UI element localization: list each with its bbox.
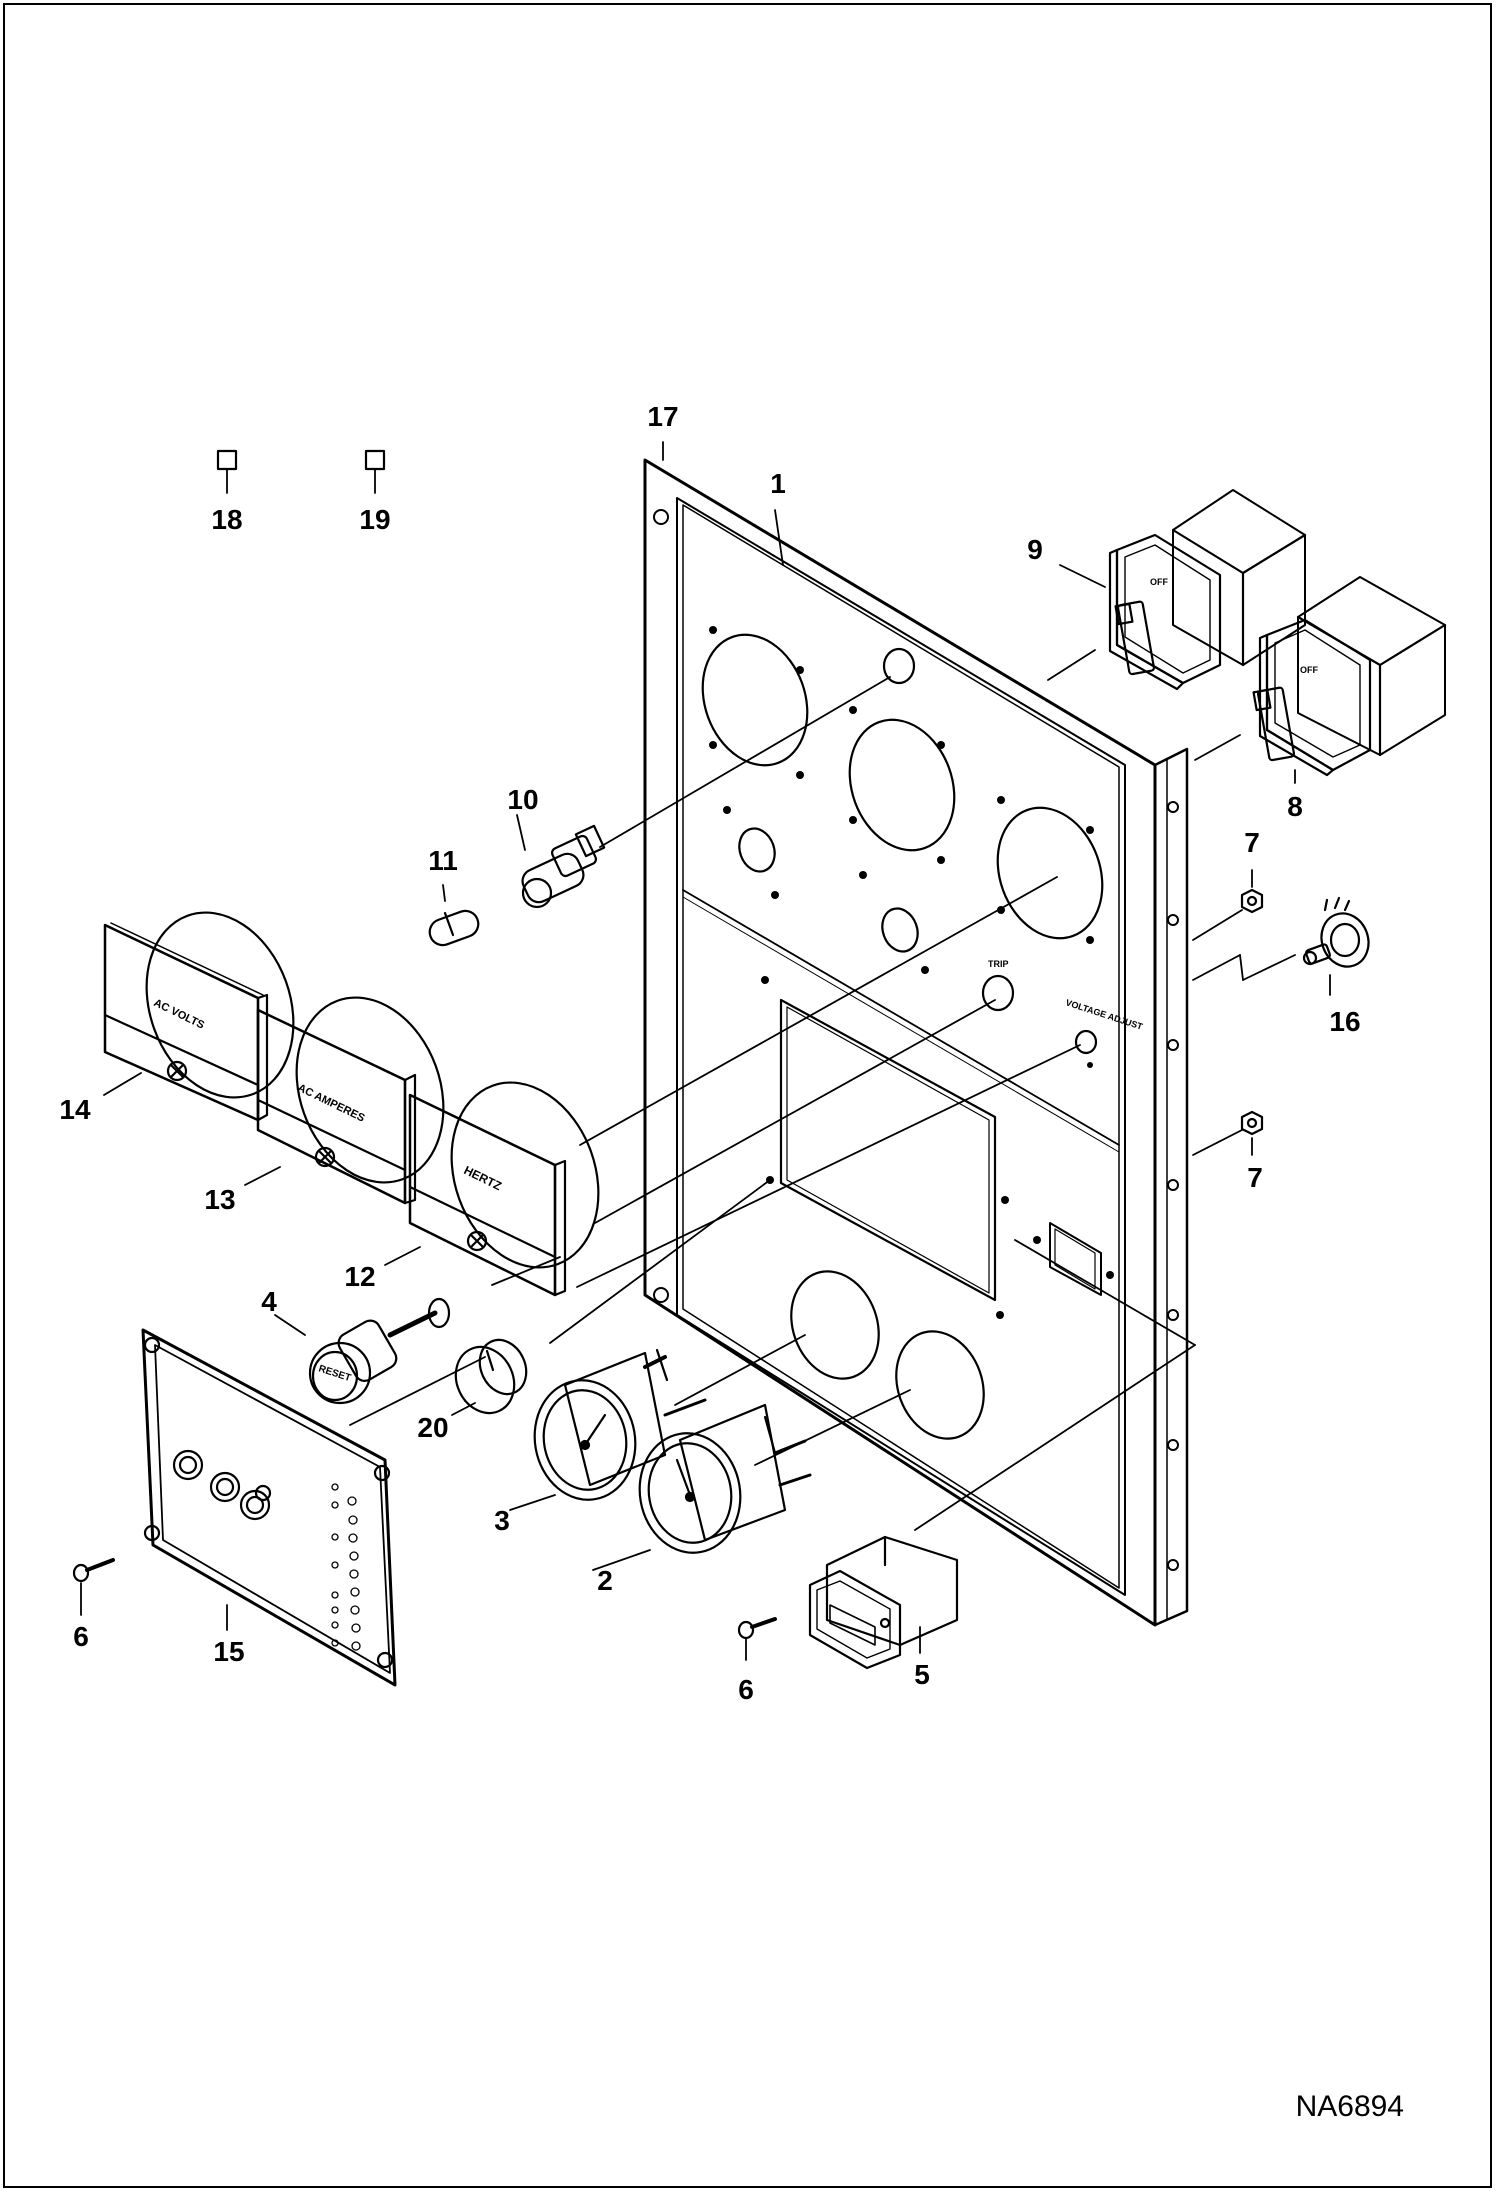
selector-switch-upper: OFF	[1108, 489, 1307, 691]
reset-label: RESET	[317, 1363, 352, 1384]
nut-upper	[1240, 888, 1264, 914]
drawing-number: NA6894	[1295, 2090, 1404, 2123]
callout-7-lower: 7	[1247, 1162, 1263, 1193]
callout-4: 4	[261, 1286, 277, 1317]
callout-5: 5	[914, 1659, 930, 1690]
screw-right	[737, 1617, 777, 1640]
callout-1: 1	[770, 468, 786, 499]
screw-left	[72, 1558, 115, 1583]
callout-10: 10	[507, 784, 539, 815]
control-module	[141, 1328, 397, 1687]
drawing-sheet: TRIP VOLTAGE ADJUST OFF OFF	[3, 3, 1492, 2188]
callout-13: 13	[204, 1184, 236, 1215]
hourmeter	[808, 1535, 959, 1670]
gauge-2	[638, 1403, 812, 1554]
callout-12: 12	[344, 1261, 376, 1292]
reset-button: RESET	[308, 1297, 451, 1405]
callout-2: 2	[597, 1565, 613, 1596]
meter-ac-volts: AC VOLTS	[103, 911, 295, 1122]
panel-frame: TRIP VOLTAGE ADJUST	[643, 458, 1189, 1627]
callout-15: 15	[213, 1636, 245, 1667]
trip-label: TRIP	[988, 959, 1009, 969]
callout-6-left: 6	[73, 1621, 89, 1652]
gauge-3	[533, 1348, 707, 1501]
callout-6-right: 6	[738, 1674, 754, 1705]
nut-lower	[1240, 1110, 1264, 1136]
off-label-lower: OFF	[1300, 665, 1318, 675]
meter-ac-amperes: AC AMPERES	[256, 996, 445, 1205]
callout-18: 19	[359, 504, 391, 535]
leader-lines	[80, 441, 1331, 1661]
fuse-holder	[521, 824, 606, 909]
callout-8: 8	[1287, 791, 1303, 822]
callout-11: 11	[428, 845, 458, 876]
callout-14: 14	[59, 1094, 91, 1125]
voltage-adjust-label: VOLTAGE ADJUST	[1064, 997, 1144, 1031]
voltage-adjust-knob	[454, 1338, 528, 1415]
potentiometer	[1302, 896, 1370, 968]
kit-box-18	[364, 449, 386, 471]
selector-switch-lower: OFF	[1252, 576, 1447, 777]
callout-16: 17	[647, 401, 679, 432]
kit-box-17	[216, 449, 238, 471]
callout-20: 20	[417, 1412, 449, 1443]
fuse	[428, 909, 480, 947]
callout-19: 16	[1329, 1006, 1361, 1037]
callout-9: 9	[1027, 534, 1043, 565]
off-label-upper: OFF	[1150, 577, 1168, 587]
hertz-label: HERTZ	[462, 1163, 504, 1193]
callout-17: 18	[211, 504, 243, 535]
ac-volts-label: AC VOLTS	[152, 997, 207, 1032]
callout-7-upper: 7	[1244, 827, 1260, 858]
exploded-parts-diagram: TRIP VOLTAGE ADJUST OFF OFF	[72, 441, 1447, 1687]
callout-3: 3	[494, 1505, 510, 1536]
